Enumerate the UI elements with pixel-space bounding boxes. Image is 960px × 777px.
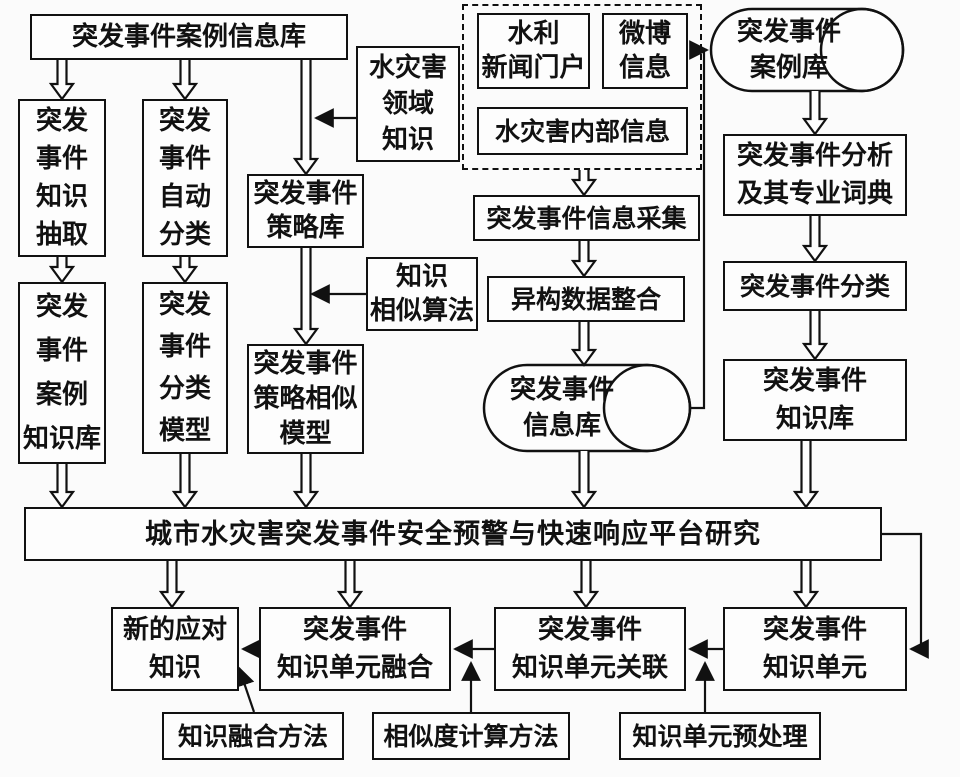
- node-event-knowledge-db-label: 突发事件 知识库: [762, 366, 867, 434]
- node-flood-domain-knowledge: 水灾害 领域 知识: [356, 46, 460, 162]
- node-event-info-db-label: 突发事件 信息库: [509, 375, 614, 441]
- hollow-flow-arrow: [292, 60, 320, 176]
- hollow-flow-arrow: [572, 561, 600, 609]
- node-case-info-db: 突发事件案例信息库: [30, 14, 348, 60]
- hollow-flow-arrow: [292, 248, 320, 346]
- node-flood-internal-info-label: 水灾害内部信息: [494, 116, 670, 146]
- line-arrow: [882, 532, 929, 659]
- hollow-flow-arrow: [570, 322, 598, 367]
- node-new-response-knowledge-label: 新的应对 知识: [122, 615, 227, 683]
- hollow-flow-arrow: [801, 91, 829, 136]
- node-classify-model-label: 突发 事件 分类 模型: [158, 290, 211, 446]
- node-unit-preprocess: 知识单元预处理: [619, 712, 821, 760]
- node-auto-classify: 突发 事件 自动 分类: [142, 99, 228, 257]
- node-auto-classify-label: 突发 事件 自动 分类: [158, 106, 211, 250]
- hollow-flow-arrow: [171, 454, 199, 509]
- node-strategy-db: 突发事件 策略库: [247, 174, 364, 248]
- node-similarity-calc-method: 相似度计算方法: [372, 712, 570, 760]
- node-strategy-similar-model-label: 突发事件 策略相似 模型: [253, 348, 358, 449]
- node-strategy-db-label: 突发事件 策略库: [253, 179, 358, 243]
- node-water-news-portal: 水利 新闻门户: [477, 13, 590, 89]
- hollow-flow-arrow: [570, 451, 598, 509]
- node-case-info-db-label: 突发事件案例信息库: [71, 21, 306, 52]
- node-knowledge-unit: 突发事件 知识单元: [723, 607, 907, 691]
- hollow-flow-arrow: [570, 241, 598, 278]
- hollow-flow-arrow: [48, 257, 76, 284]
- node-similarity-algorithm-label: 知识 相似算法: [369, 262, 474, 326]
- hollow-flow-arrow: [48, 60, 76, 101]
- node-knowledge-extract: 突发 事件 知识 抽取: [18, 99, 106, 257]
- node-unit-preprocess-label: 知识单元预处理: [632, 721, 808, 751]
- node-unit-fusion-label: 突发事件 知识单元融合: [276, 615, 433, 683]
- hollow-flow-arrow: [48, 464, 76, 509]
- node-event-info-db: 突发事件 信息库: [487, 374, 637, 442]
- node-case-knowledge-db-label: 突发 事件 案例 知识库: [22, 292, 101, 454]
- node-platform-bar-label: 城市水灾害突发事件安全预警与快速响应平台研究: [145, 518, 761, 550]
- node-unit-fusion: 突发事件 知识单元融合: [259, 607, 451, 691]
- node-strategy-similar-model: 突发事件 策略相似 模型: [247, 344, 364, 454]
- node-weibo-info-label: 微博 信息: [618, 19, 671, 83]
- hollow-flow-arrow: [792, 441, 820, 509]
- node-unit-association: 突发事件 知识单元关联: [494, 607, 686, 691]
- node-fusion-method-label: 知识融合方法: [177, 721, 328, 751]
- node-platform-bar: 城市水灾害突发事件安全预警与快速响应平台研究: [24, 507, 882, 561]
- node-info-collection-label: 突发事件信息采集: [486, 203, 687, 233]
- hollow-flow-arrow: [570, 170, 598, 197]
- hollow-flow-arrow: [171, 60, 199, 101]
- node-hetero-integration: 异构数据整合: [487, 276, 685, 322]
- hollow-flow-arrow: [158, 561, 186, 609]
- node-event-classify: 突发事件分类: [723, 261, 907, 311]
- node-info-collection: 突发事件信息采集: [473, 195, 700, 241]
- node-similarity-algorithm: 知识 相似算法: [366, 257, 478, 331]
- hollow-flow-arrow: [801, 311, 829, 361]
- node-event-case-db: 突发事件 案例库: [714, 16, 864, 84]
- node-flood-domain-knowledge-label: 水灾害 领域 知识: [368, 53, 447, 155]
- node-unit-association-label: 突发事件 知识单元关联: [511, 615, 668, 683]
- node-weibo-info: 微博 信息: [602, 13, 688, 89]
- hollow-flow-arrow: [336, 561, 364, 609]
- node-new-response-knowledge: 新的应对 知识: [111, 607, 239, 691]
- node-case-knowledge-db: 突发 事件 案例 知识库: [18, 282, 106, 464]
- node-knowledge-unit-label: 突发事件 知识单元: [762, 615, 867, 683]
- hollow-flow-arrow: [292, 454, 320, 509]
- hollow-flow-arrow: [801, 216, 829, 263]
- event-case-db-cylinder: [709, 7, 905, 93]
- node-hetero-integration-label: 异构数据整合: [510, 284, 661, 314]
- line-arrow: [689, 40, 709, 410]
- hollow-flow-arrow: [792, 561, 820, 609]
- node-knowledge-extract-label: 突发 事件 知识 抽取: [35, 106, 88, 250]
- line-arrow: [235, 666, 256, 713]
- hollow-flow-arrow: [171, 257, 199, 284]
- node-flood-internal-info: 水灾害内部信息: [477, 107, 688, 155]
- node-fusion-method: 知识融合方法: [162, 712, 344, 760]
- node-event-case-db-label: 突发事件 案例库: [736, 17, 841, 83]
- node-event-classify-label: 突发事件分类: [739, 271, 890, 301]
- node-similarity-calc-method-label: 相似度计算方法: [383, 721, 559, 751]
- node-analysis-dict: 突发事件分析 及其专业词典: [723, 134, 907, 216]
- node-analysis-dict-label: 突发事件分析 及其专业词典: [736, 141, 893, 209]
- node-classify-model: 突发 事件 分类 模型: [142, 282, 228, 454]
- node-event-knowledge-db: 突发事件 知识库: [723, 359, 907, 441]
- node-water-news-portal-label: 水利 新闻门户: [481, 19, 586, 83]
- source-group-dashed-box: [462, 4, 702, 170]
